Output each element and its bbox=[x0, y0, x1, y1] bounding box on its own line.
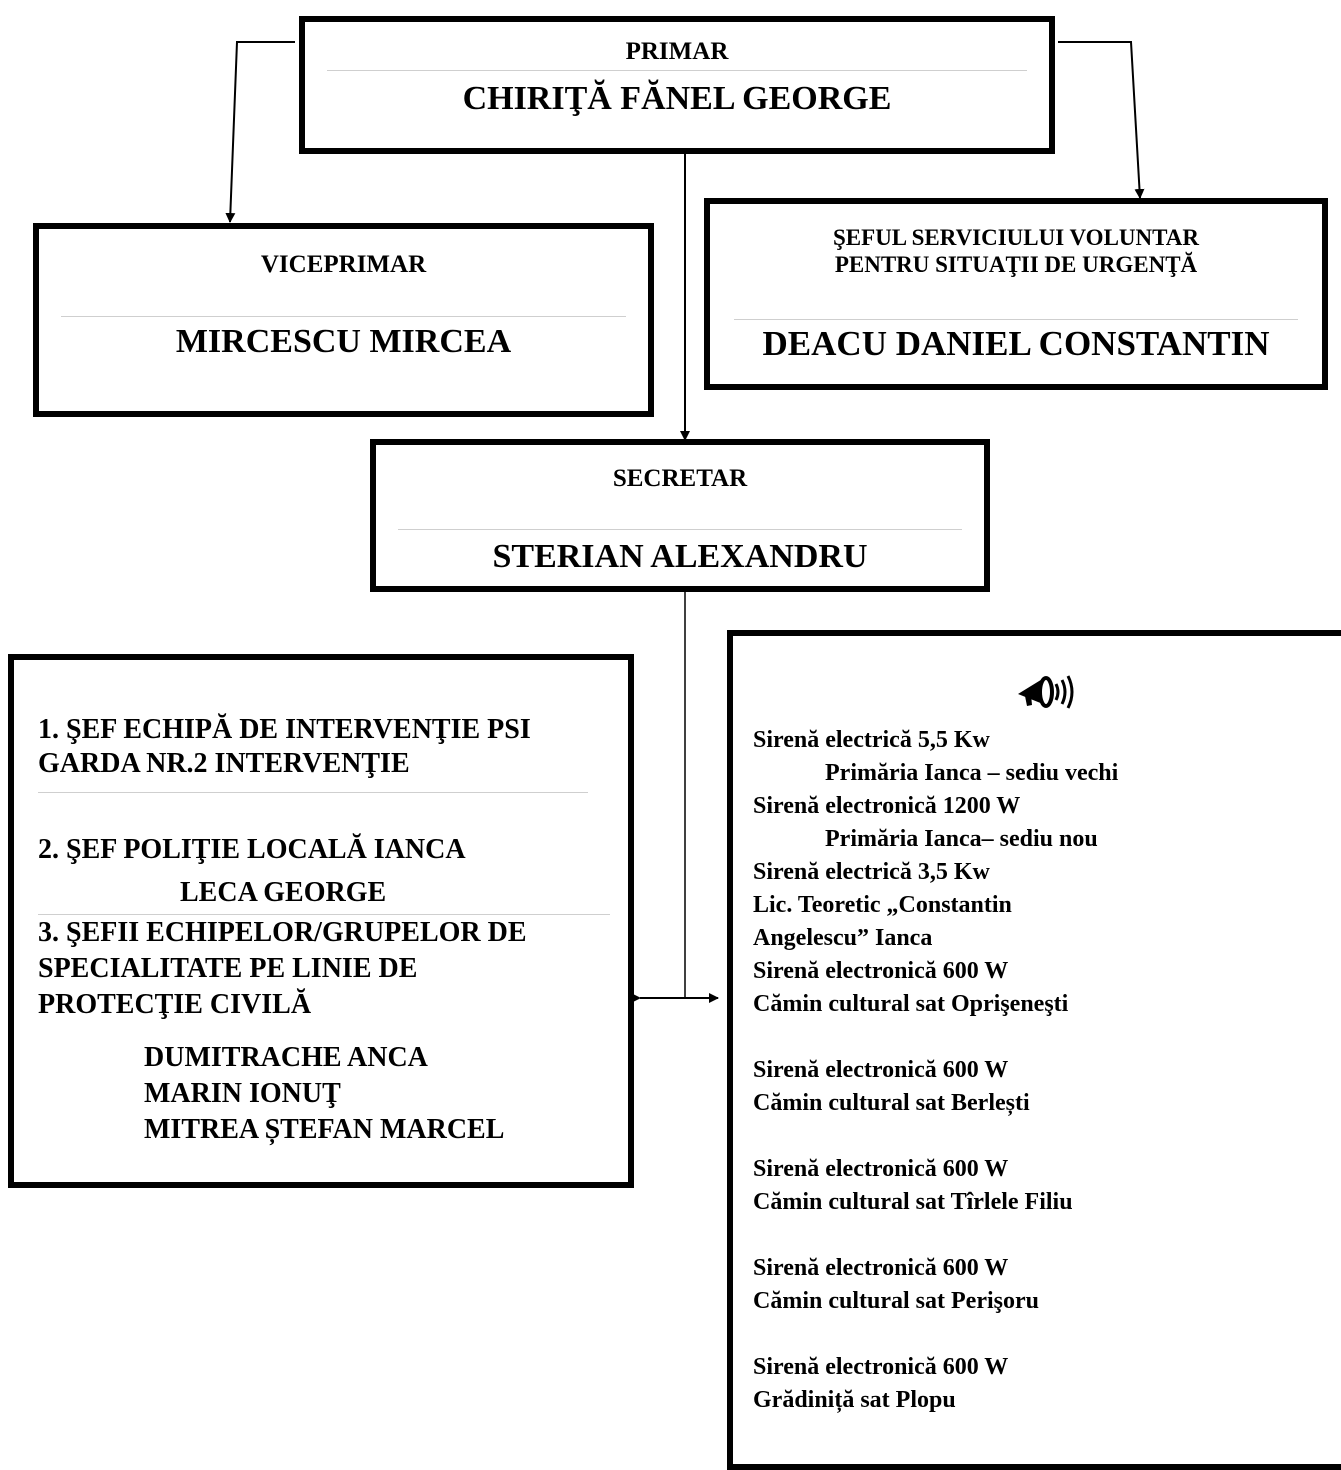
siren-type: Sirenă electrică 3,5 Kw bbox=[753, 859, 990, 885]
viceprimar-name: MIRCESCU MIRCEA bbox=[175, 323, 512, 360]
siren-location: Grădiniță sat Plopu bbox=[753, 1387, 956, 1413]
item2-name: LECA GEORGE bbox=[180, 877, 387, 908]
intervention-teams-box: 1. ŞEF ECHIPĂ DE INTERVENŢIE PSI GARDA N… bbox=[8, 654, 634, 1188]
sirens-box: Sirenă electrică 5,5 Kw Primăria Ianca –… bbox=[727, 630, 1341, 1470]
item3-line1: 3. ŞEFII ECHIPELOR/GRUPELOR DE bbox=[38, 917, 527, 948]
divider bbox=[38, 914, 610, 915]
siren-location: Cămin cultural sat Berlești bbox=[753, 1090, 1030, 1116]
secretar-name: STERIAN ALEXANDRU bbox=[492, 538, 868, 575]
svsu-title-line2: PENTRU SITUAŢII DE URGENŢĂ bbox=[834, 252, 1198, 277]
item3-line3: PROTECŢIE CIVILĂ bbox=[38, 989, 312, 1020]
divider bbox=[38, 792, 588, 793]
siren-type: Sirenă electronică 600 W bbox=[753, 958, 1009, 984]
siren-location: Cămin cultural sat Tîrlele Filiu bbox=[753, 1189, 1073, 1215]
siren-type: Sirenă electronică 600 W bbox=[753, 1057, 1009, 1083]
item1-line1: 1. ŞEF ECHIPĂ DE INTERVENŢIE PSI bbox=[38, 714, 531, 745]
siren-location: Cămin cultural sat Oprişeneşti bbox=[753, 991, 1069, 1017]
viceprimar-box: VICEPRIMAR MIRCESCU MIRCEA bbox=[33, 223, 654, 417]
divider bbox=[327, 70, 1027, 71]
divider bbox=[734, 319, 1298, 320]
secretar-box: SECRETAR STERIAN ALEXANDRU bbox=[370, 439, 990, 592]
svsu-box: ŞEFUL SERVICIULUI VOLUNTAR PENTRU SITUAŢ… bbox=[704, 198, 1328, 390]
siren-type: Sirenă electronică 600 W bbox=[753, 1354, 1009, 1380]
primar-title: PRIMAR bbox=[625, 38, 729, 65]
member-name: MITREA ȘTEFAN MARCEL bbox=[144, 1114, 505, 1145]
siren-type: Sirenă electronică 600 W bbox=[753, 1255, 1009, 1281]
divider bbox=[61, 316, 626, 317]
member-name: DUMITRACHE ANCA bbox=[144, 1042, 428, 1073]
svsu-name: DEACU DANIEL CONSTANTIN bbox=[762, 324, 1270, 363]
item3-line2: SPECIALITATE PE LINIE DE bbox=[38, 953, 418, 984]
connector-primar-svsu bbox=[1058, 41, 1145, 199]
secretar-title: SECRETAR bbox=[612, 465, 748, 492]
item2-line1: 2. ŞEF POLIŢIE LOCALĂ IANCA bbox=[38, 834, 466, 865]
viceprimar-title: VICEPRIMAR bbox=[260, 251, 427, 278]
primar-box: PRIMAR CHIRIŢĂ FĂNEL GEORGE bbox=[299, 16, 1055, 154]
divider bbox=[398, 529, 962, 530]
item1-line2: GARDA NR.2 INTERVENŢIE bbox=[38, 748, 410, 779]
siren-location: Cămin cultural sat Perişoru bbox=[753, 1288, 1039, 1314]
connector-primar-viceprimar bbox=[225, 41, 295, 223]
svsu-title-line1: ŞEFUL SERVICIULUI VOLUNTAR bbox=[833, 225, 1199, 250]
megaphone-icon bbox=[1018, 675, 1074, 709]
siren-type: Sirenă electronică 1200 W bbox=[753, 793, 1021, 819]
primar-name: CHIRIŢĂ FĂNEL GEORGE bbox=[462, 80, 892, 117]
siren-location: Primăria Ianca – sediu vechi bbox=[825, 760, 1119, 786]
siren-type: Sirenă electrică 5,5 Kw bbox=[753, 727, 990, 753]
member-name: MARIN IONUŢ bbox=[144, 1078, 341, 1109]
sirens-list: Sirenă electrică 5,5 Kw Primăria Ianca –… bbox=[753, 724, 1118, 1417]
siren-type: Sirenă electronică 600 W bbox=[753, 1156, 1009, 1182]
siren-location: Lic. Teoretic „Constantin bbox=[753, 892, 1012, 918]
siren-location: Primăria Ianca– sediu nou bbox=[825, 826, 1098, 852]
siren-location: Angelescu” Ianca bbox=[753, 925, 933, 951]
